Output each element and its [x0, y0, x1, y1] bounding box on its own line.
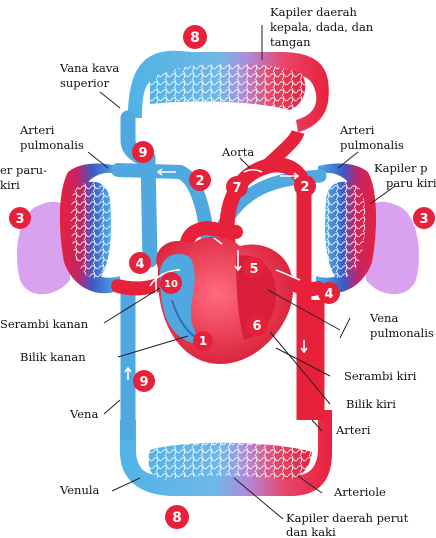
capillary-bed-top [128, 51, 329, 132]
label-venula: Venula [59, 483, 100, 497]
svg-text:10: 10 [164, 279, 178, 290]
label-arteri-pulmonalis-right: Arteri pulmonalis [339, 123, 404, 152]
label-kapiler-paru-left: er paru- kiri [0, 163, 51, 192]
label-kapiler-paru-right: Kapiler p paru kiri [374, 161, 436, 190]
svg-text:5: 5 [249, 262, 258, 277]
svg-text:8: 8 [172, 510, 182, 526]
svg-text:7: 7 [232, 181, 241, 196]
badge-8-top: 8 [183, 25, 207, 49]
badge-3-left: 3 [9, 207, 31, 229]
lung-left [17, 164, 120, 295]
label-vena: Vena [69, 407, 98, 421]
badge-4-left: 4 [129, 252, 151, 274]
label-serambi-kiri: Serambi kiri [344, 369, 417, 383]
svg-text:4: 4 [135, 257, 144, 272]
badge-9-top: 9 [132, 141, 154, 163]
badge-9-bottom: 9 [133, 370, 155, 392]
badge-1: 1 [193, 331, 213, 351]
label-arteri-pulmonalis-left: Arteri pulmonalis [19, 123, 84, 152]
badge-6: 6 [246, 314, 268, 336]
badge-4-right: 4 [318, 282, 340, 304]
badge-2-left: 2 [189, 169, 211, 191]
heart [156, 237, 293, 364]
badge-7: 7 [226, 176, 248, 198]
badge-3-right: 3 [413, 207, 435, 229]
label-kapiler-perut: Kapiler daerah perut dan kaki [286, 511, 412, 538]
label-vena-kava: Vana kava superior [59, 61, 123, 90]
svg-text:8: 8 [190, 30, 200, 46]
badge-5: 5 [243, 257, 265, 279]
label-vena-pulmonalis: Vena pulmonalis [369, 311, 434, 340]
label-serambi-kanan: Serambi kanan [0, 317, 89, 331]
svg-text:1: 1 [199, 334, 207, 348]
label-bilik-kanan: Bilik kanan [20, 350, 86, 364]
badge-2-right: 2 [294, 175, 316, 197]
label-arteriole: Arteriole [333, 485, 386, 499]
badge-8-bottom: 8 [165, 505, 189, 529]
svg-text:9: 9 [139, 375, 148, 390]
badge-10: 10 [160, 272, 182, 294]
label-bilik-kiri: Bilik kiri [346, 397, 396, 411]
label-arteri: Arteri [335, 423, 371, 437]
svg-text:3: 3 [419, 212, 428, 227]
svg-text:6: 6 [252, 319, 261, 334]
svg-text:2: 2 [195, 174, 204, 189]
svg-text:9: 9 [138, 146, 147, 161]
label-aorta: Aorta [221, 145, 254, 159]
svg-text:2: 2 [300, 180, 309, 195]
svg-text:3: 3 [15, 212, 24, 227]
label-kapiler-kepala: Kapiler daerah kepala, dada, dan tangan [270, 5, 377, 49]
capillary-bed-bottom [120, 410, 332, 496]
svg-text:4: 4 [324, 287, 333, 302]
